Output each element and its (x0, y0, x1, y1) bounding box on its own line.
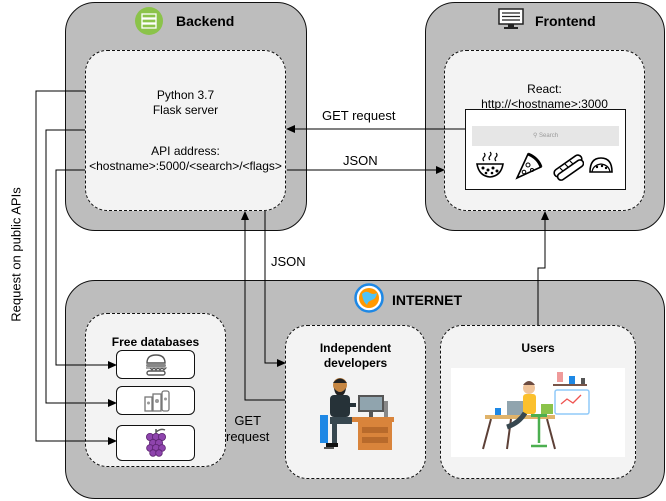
app-screenshot: ⚲ Search (465, 109, 626, 190)
baguette-icon (553, 154, 584, 181)
users-title: Users (521, 341, 555, 355)
api-info: API address: <hostname>:5000/<search>/<f… (85, 144, 286, 174)
react-info: React: http://<hostname>:3000 (444, 82, 645, 112)
developers-title: Independent developers (319, 341, 392, 370)
server-info: Python 3.7 Flask server (85, 88, 286, 118)
edge-label-get-request-top: GET request (322, 108, 396, 123)
database-groceries (116, 386, 195, 415)
backend-server-box (85, 50, 286, 211)
server-icon (135, 7, 163, 40)
database-burger (116, 350, 195, 379)
edge-label-get-request-bottom: GET request (226, 413, 270, 444)
groceries-icon (144, 390, 170, 412)
developers-box (285, 325, 426, 479)
bowl-icon (476, 151, 504, 178)
server-line: Python 3.7 (156, 88, 215, 102)
edge-label-json-top: JSON (343, 153, 378, 168)
burger-icon (146, 354, 168, 376)
database-grapes (116, 425, 195, 461)
grapes-icon (146, 428, 166, 457)
internet-title: INTERNET (392, 292, 462, 308)
edge-label-public-apis: Request on public APIs (8, 187, 24, 322)
pizza-icon (515, 152, 543, 180)
backend-title: Backend (176, 13, 235, 29)
react-line: React: (527, 82, 562, 96)
search-placeholder: Search (539, 133, 559, 139)
react-line: http://<hostname>:3000 (481, 97, 608, 111)
free-databases-title: Free databases (111, 335, 200, 349)
taco-icon (589, 157, 613, 173)
monitor-icon (498, 8, 524, 35)
server-line: Flask server (152, 103, 219, 117)
search-bar[interactable]: ⚲ Search (472, 126, 619, 146)
api-line: <hostname>:5000/<search>/<flags> (89, 159, 282, 173)
users-illustration (451, 368, 625, 457)
api-line: API address: (151, 144, 220, 158)
search-icon: ⚲ (532, 133, 538, 139)
edge-label-json-vertical: JSON (271, 254, 306, 269)
developer-illustration (318, 375, 398, 458)
frontend-title: Frontend (535, 13, 596, 29)
globe-icon (354, 283, 384, 318)
